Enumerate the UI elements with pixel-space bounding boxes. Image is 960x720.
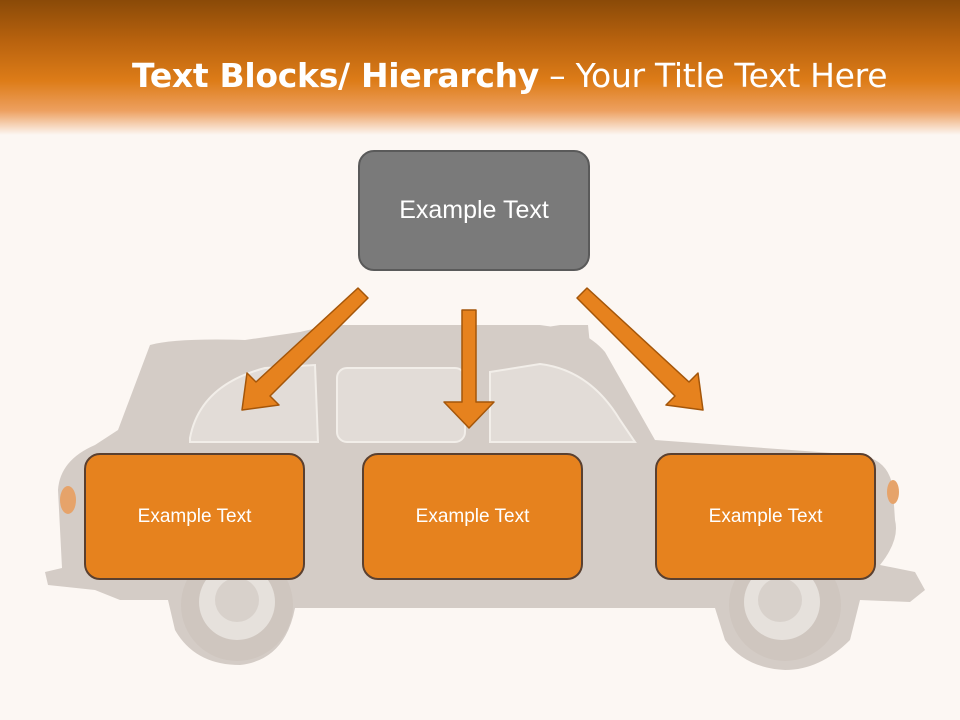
arrow-right: [576, 287, 704, 411]
child-text-box-left[interactable]: Example Text: [84, 453, 305, 580]
child-text-box-right[interactable]: Example Text: [655, 453, 876, 580]
title-bold: Text Blocks/ Hierarchy: [132, 56, 539, 95]
child-text-box-center[interactable]: Example Text: [362, 453, 583, 580]
slide-title: Text Blocks/ Hierarchy – Your Title Text…: [132, 56, 888, 95]
top-text-box[interactable]: Example Text: [358, 150, 590, 271]
title-separator: –: [538, 56, 576, 95]
arrow-center: [443, 309, 495, 429]
arrow-left: [241, 287, 369, 411]
title-rest: Your Title Text Here: [575, 56, 888, 95]
title-banner: [0, 0, 960, 135]
